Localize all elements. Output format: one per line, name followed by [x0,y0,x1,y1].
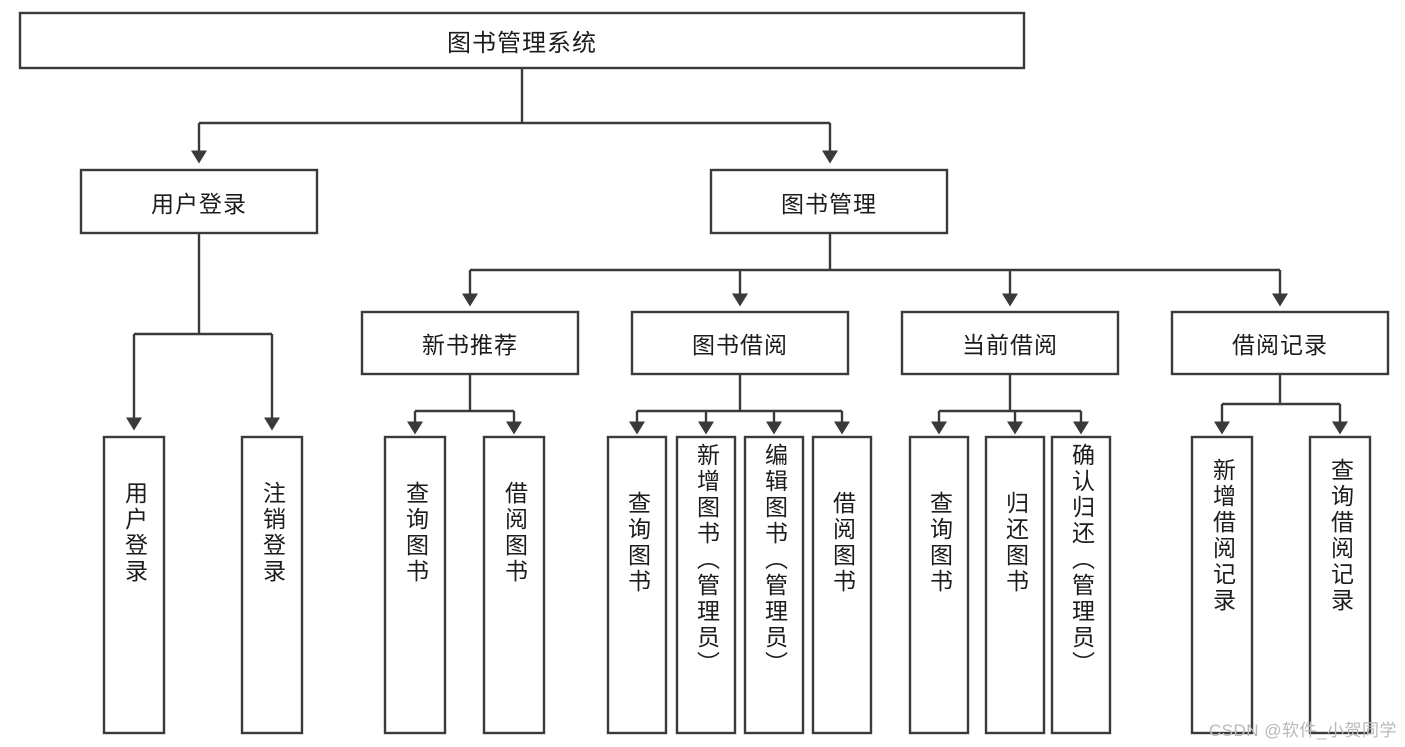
node-box-leaf-add-book[interactable] [675,435,737,735]
node-box-leaf-query-book-borrow[interactable] [606,435,668,735]
node-box-leaf-query-record[interactable] [1308,435,1372,735]
node-box-leaf-add-record[interactable] [1190,435,1254,735]
node-box-leaf-return-book[interactable] [984,435,1046,735]
node-box-leaf-borrow-book[interactable] [811,435,873,735]
node-box-root[interactable] [18,11,1026,70]
node-box-current-borrow[interactable] [900,310,1120,376]
node-box-layer [18,11,1390,735]
node-box-book-management[interactable] [709,168,949,235]
node-box-borrow-record[interactable] [1170,310,1390,376]
node-box-leaf-borrow-book-rec[interactable] [482,435,546,735]
node-box-new-book-recommend[interactable] [360,310,580,376]
node-box-leaf-confirm-return[interactable] [1050,435,1112,735]
node-box-leaf-edit-book[interactable] [743,435,805,735]
watermark-text: CSDN @软件_小贺同学 [1208,721,1397,740]
node-box-leaf-query-book-current[interactable] [908,435,970,735]
connector-layer [126,68,1348,435]
node-box-user-login[interactable] [79,168,319,235]
node-box-leaf-user-login[interactable] [102,435,166,735]
node-box-leaf-query-book-rec[interactable] [383,435,447,735]
node-box-book-borrow[interactable] [630,310,850,376]
node-box-leaf-logout[interactable] [240,435,304,735]
